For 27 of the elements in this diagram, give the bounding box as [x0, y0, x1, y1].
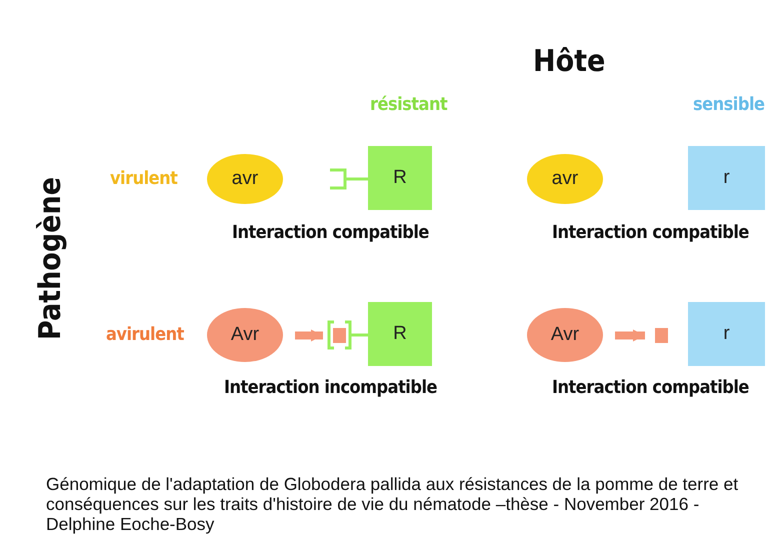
square — [655, 328, 668, 343]
node-label: R — [393, 167, 407, 189]
receptor-box — [688, 302, 765, 366]
interaction-label: Interaction compatible — [232, 222, 429, 243]
column-heading: sensible — [693, 94, 764, 115]
interaction-label: Interaction compatible — [552, 377, 749, 398]
interaction-label: Interaction compatible — [552, 222, 749, 243]
arrow — [295, 330, 323, 342]
arrow — [615, 330, 645, 342]
node-label: avr — [232, 168, 258, 190]
node-label: Avr — [550, 324, 580, 346]
row-heading: Pathogène — [32, 176, 68, 340]
interaction-label: Interaction incompatible — [224, 377, 437, 398]
receptor-box — [368, 302, 432, 366]
receptor-box — [368, 146, 432, 210]
receptor-box — [688, 146, 765, 210]
node-label: r — [723, 167, 730, 189]
caption: Génomique de l'adaptation de Globodera pallida aux résistances de la pomme de terre et conséquences sur les traits d'histoire de vie du nématode –thèse - November 2016 - Delphine Eoche-Bosy — [46, 474, 740, 534]
node-label: Avr — [230, 324, 260, 346]
node-label: R — [393, 323, 407, 345]
square — [333, 328, 346, 343]
node-label: r — [723, 323, 730, 345]
node-label: avr — [552, 168, 578, 190]
column-heading: résistant — [370, 94, 448, 115]
row-heading: virulent — [110, 168, 178, 189]
heading: Hôte — [533, 44, 606, 79]
row-heading: avirulent — [106, 324, 184, 345]
